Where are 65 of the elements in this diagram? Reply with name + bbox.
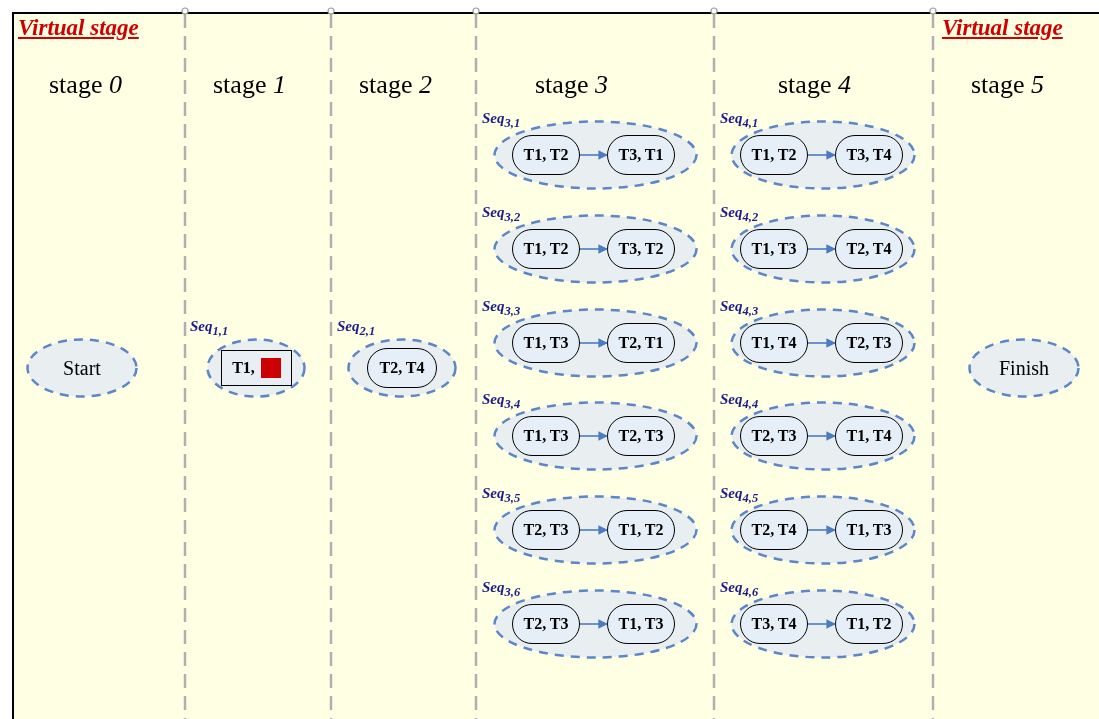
sequence-label: Seq$_{3,2}$ [482,204,521,225]
arrow [579,338,608,348]
task-label: T2, T3 [846,334,892,352]
stage-title: stage 1 [213,70,286,100]
stage-title: stage 4 [778,70,851,100]
arrow [579,619,608,629]
task-box [221,350,292,386]
stage-title: stage 3 [535,70,608,100]
arrow [807,150,836,160]
arrow [579,150,608,160]
stage-title: stage 5 [971,70,1044,100]
sequence-label: Seq$_{4,1}$ [720,110,759,131]
arrow [579,244,608,254]
task-label: T1, T3 [523,334,569,352]
arrow [807,619,836,629]
stage-title: stage 2 [359,70,432,100]
virtual-stage-title: Virtual stage [18,15,139,41]
task-label: T2, T4 [846,240,892,258]
task-label: T3, T4 [751,615,797,633]
task-label: T1, T2 [523,146,569,164]
task-label: T3, T2 [618,240,664,258]
sequence-label: Seq$_{4,4}$ [720,391,759,412]
task-label: T1, T3 [618,615,664,633]
task-label: T1, T2 [846,615,892,633]
task-label: T1, T3 [846,521,892,539]
sequence-label: Seq$_{4,3}$ [720,298,759,319]
task-label: T1, T2 [618,521,664,539]
sequence-label: Seq$_{3,5}$ [482,485,521,506]
arrow [579,525,608,535]
task-label: T2, T3 [523,521,569,539]
node-label: Start [63,356,101,380]
arrow [579,431,608,441]
arrow [807,244,836,254]
task-label: T2, T4 [751,521,797,539]
sequence-ellipse [26,338,138,398]
task-label: T2, T3 [523,615,569,633]
task-label: T1, [232,359,255,377]
sequence-label: Seq$_{4,5}$ [720,485,759,506]
task-label: T2, T3 [618,427,664,445]
task-label: T1, T3 [523,427,569,445]
task-label: T2, T3 [751,427,797,445]
sequence-label: Seq$_{2,1}$ [337,318,376,339]
sequence-label: Seq$_{4,6}$ [720,579,759,600]
task-label: T1, T4 [846,427,892,445]
sequence-label: Seq$_{3,1}$ [482,110,521,131]
task-label: T2, T4 [379,359,425,377]
task-label: T3, T1 [618,146,664,164]
node-label: Finish [999,356,1049,380]
stage-title: stage 0 [49,70,122,100]
arrow [807,338,836,348]
task-label: T1, T4 [751,334,797,352]
arrow [807,431,836,441]
task-label: T1, T2 [751,146,797,164]
arrow [807,525,836,535]
task-label: T2, T1 [618,334,664,352]
task-label: T1, T3 [751,240,797,258]
task-label: T1, T2 [523,240,569,258]
task-label: T3, T4 [846,146,892,164]
sequence-ellipse [968,338,1080,398]
sequence-label: Seq$_{1,1}$ [190,318,229,339]
sequence-label: Seq$_{3,3}$ [482,298,521,319]
sequence-label: Seq$_{3,4}$ [482,391,521,412]
sequence-label: Seq$_{4,2}$ [720,204,759,225]
sequence-label: Seq$_{3,6}$ [482,579,521,600]
virtual-stage-title: Virtual stage [942,15,1063,41]
